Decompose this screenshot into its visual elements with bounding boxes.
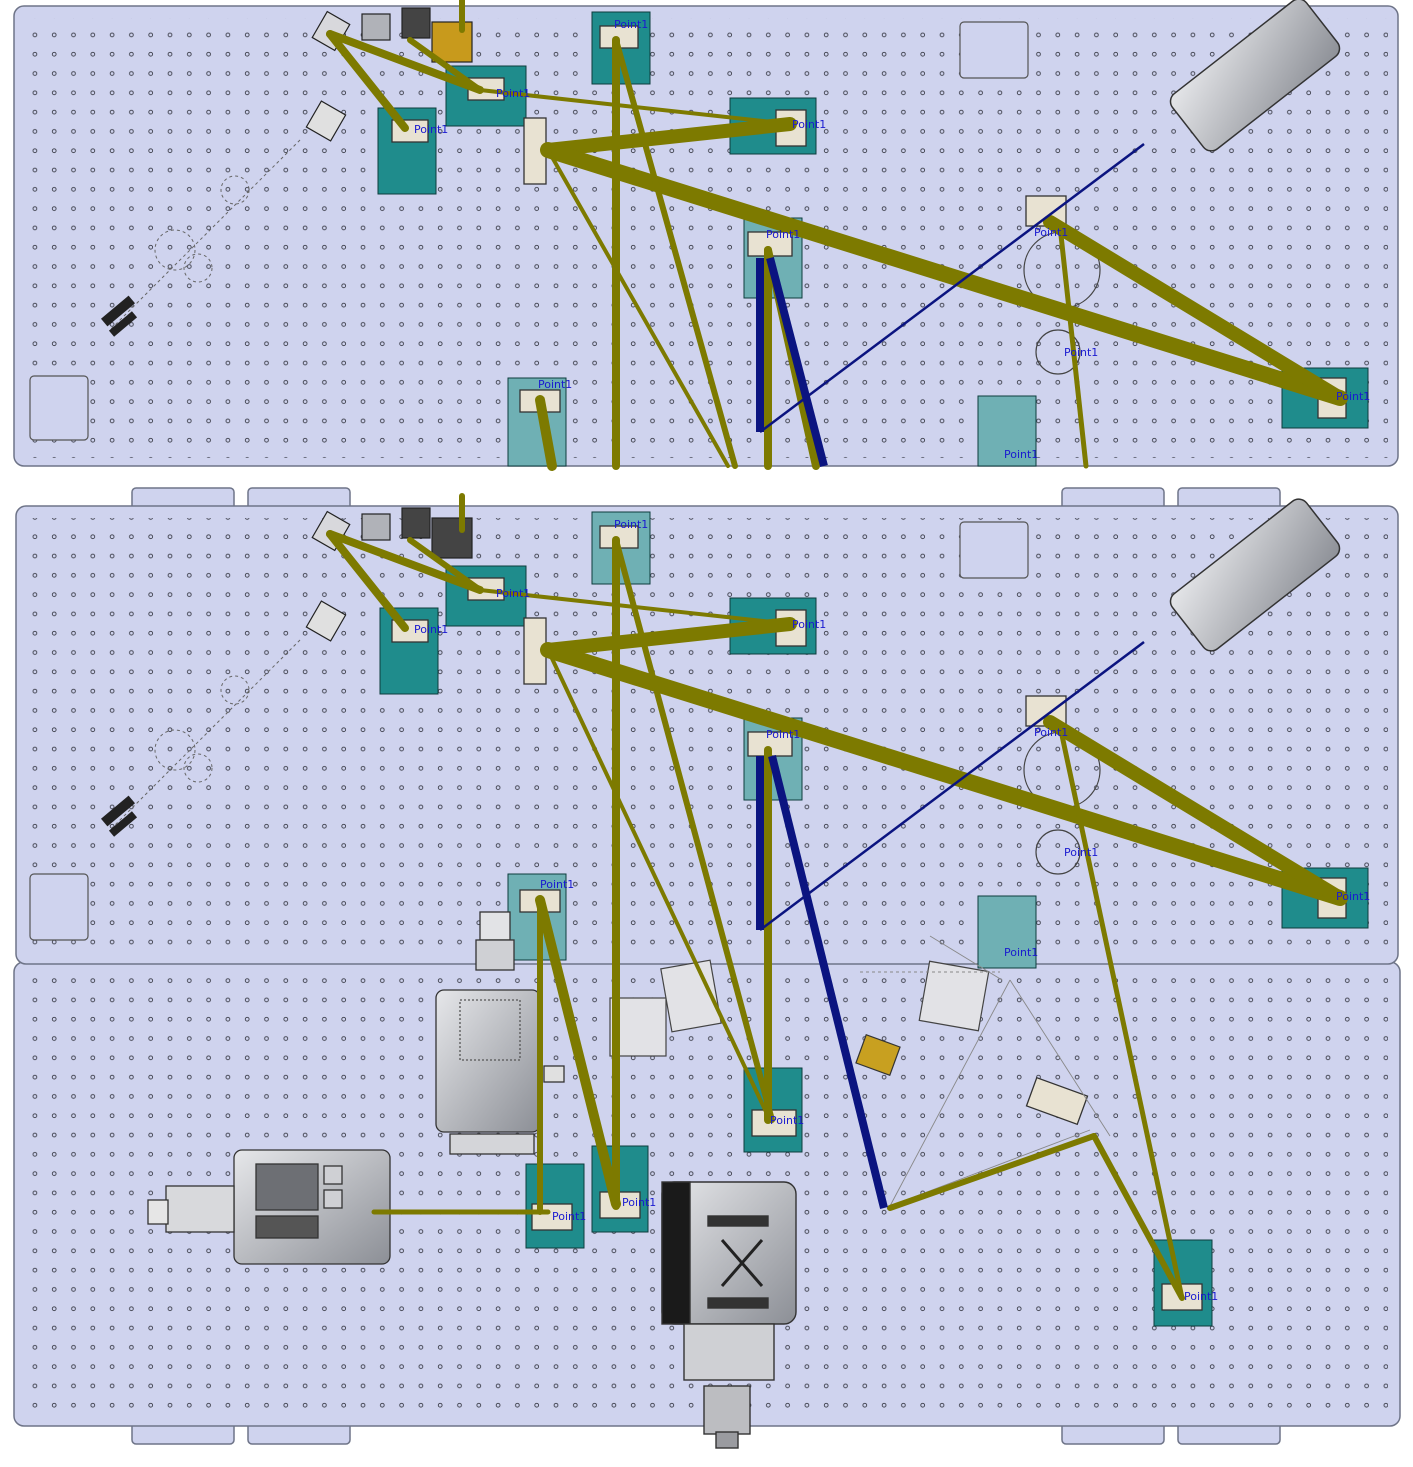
bottom-view: Point1 Point1 Point1 Point1 Point1 Point… bbox=[13, 487, 1401, 1449]
beam-path-blue bbox=[756, 641, 1145, 1209]
point-label: Point1 bbox=[1064, 346, 1098, 359]
dashed-lens-train bbox=[109, 139, 301, 331]
point-label: Point1 bbox=[1336, 890, 1370, 903]
point-label: Point1 bbox=[1004, 946, 1038, 959]
point-label: Point1 bbox=[1034, 226, 1068, 239]
corner-plate bbox=[29, 873, 89, 941]
point-label: Point1 bbox=[770, 1114, 804, 1127]
small-mirror-holder bbox=[855, 1033, 901, 1077]
dashed-lens-train bbox=[109, 639, 301, 831]
point-label: Point1 bbox=[414, 623, 448, 636]
point-label: Point1 bbox=[414, 123, 448, 136]
corner-plate bbox=[29, 375, 89, 441]
top-view: Point1 Point1 Point1 Point1 Point1 Point… bbox=[13, 0, 1399, 471]
point-label: Point1 bbox=[792, 118, 826, 131]
corner-plate bbox=[959, 521, 1029, 579]
point-label: Point1 bbox=[496, 587, 530, 600]
beam-path-olive bbox=[326, 0, 1348, 471]
point-label: Point1 bbox=[1004, 448, 1038, 461]
corner-plate bbox=[959, 21, 1029, 79]
point-label: Point1 bbox=[766, 228, 800, 241]
point-label: Point1 bbox=[766, 728, 800, 741]
point-label: Point1 bbox=[614, 18, 648, 31]
camera-housing-vertical bbox=[435, 911, 565, 1155]
point-label: Point1 bbox=[1336, 390, 1370, 403]
laser-head bbox=[1169, 498, 1341, 652]
spectrometer-unit bbox=[661, 1181, 797, 1449]
point-label: Point1 bbox=[552, 1210, 586, 1223]
point-label: Point1 bbox=[538, 378, 572, 391]
fiber-connector bbox=[100, 795, 138, 837]
point-label: Point1 bbox=[1064, 846, 1098, 859]
beam-path-olive bbox=[326, 493, 1348, 1301]
camera-housing-horizontal bbox=[147, 1149, 391, 1265]
point-label: Point1 bbox=[1184, 1290, 1218, 1303]
beam-path-blue bbox=[756, 143, 1145, 468]
fiber-connector bbox=[100, 295, 138, 337]
point-label: Point1 bbox=[496, 87, 530, 100]
hole-grid-top bbox=[26, 18, 1388, 458]
point-label: Point1 bbox=[540, 878, 574, 891]
point-label: Point1 bbox=[792, 618, 826, 631]
beam-source-assembly bbox=[305, 507, 473, 642]
laser-head bbox=[1169, 0, 1341, 152]
point-label: Point1 bbox=[1034, 726, 1068, 739]
point-label: Point1 bbox=[622, 1196, 656, 1209]
point-label: Point1 bbox=[614, 518, 648, 531]
